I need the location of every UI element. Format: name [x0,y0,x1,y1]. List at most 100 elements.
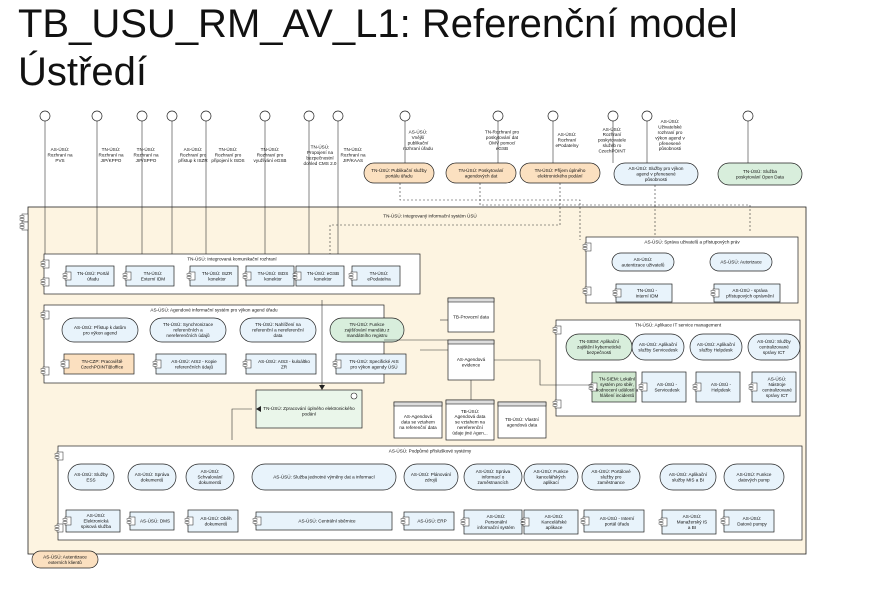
support-service-3[interactable] [185,463,235,491]
component-icon-tab [122,276,128,279]
component-icon [244,271,252,281]
data-object-provozni[interactable] [447,297,495,333]
component-icon-tab [19,218,25,221]
support-service-2[interactable] [127,463,177,491]
top-interface-9-icon[interactable] [399,110,411,122]
top-interface-13-icon[interactable] [641,110,653,122]
component-icon-tab [62,518,68,521]
itsm-component-2[interactable] [641,371,687,403]
support-service-6[interactable] [463,463,523,491]
top-interface-6-icon[interactable] [259,110,271,122]
user-mgmt-service-1[interactable] [611,252,675,272]
itsm-component-3[interactable] [695,371,741,403]
data-object-vlastni[interactable] [497,401,547,439]
top-interface-10-icon[interactable] [492,110,504,122]
component-icon-tab [658,522,664,525]
top-interface-12-icon[interactable] [607,110,619,122]
top-service-4[interactable] [613,162,699,186]
itsm-component-2-label: AS-ÚSÚ -Servicedesk [654,381,680,392]
itsm-service-2[interactable] [631,333,685,361]
component-icon-tab [40,371,46,374]
component-icon-tab [242,364,248,367]
component-icon-tab [520,522,526,525]
top-service-1[interactable] [363,162,435,184]
component-icon-tab [242,276,248,279]
top-interface-7-icon[interactable] [303,110,315,122]
component-icon-tab [748,384,754,387]
support-service-8[interactable] [581,463,641,491]
component-icon [554,325,562,335]
component-icon [128,516,136,526]
top-interface-5-icon[interactable] [200,110,212,122]
agenda-service-4[interactable] [329,317,405,343]
component-icon [582,516,590,526]
support-component-9[interactable] [661,509,717,535]
comm-component-6-label: TN-ÚSÚ:ePodatelna [367,270,391,281]
open-data-interface-icon[interactable] [742,110,754,122]
component-icon-tab [748,387,754,390]
component-icon [254,516,262,526]
component-icon-tab [242,273,248,276]
top-interface-2-icon[interactable] [91,110,103,122]
support-service-5[interactable] [403,463,459,491]
component-icon-tab [186,273,192,276]
top-interface-3-icon[interactable] [136,110,148,122]
support-service-7[interactable] [523,463,579,491]
component-icon [56,451,64,461]
component-icon-tab [400,521,406,524]
top-interface-4-icon[interactable] [166,110,178,122]
itsm-service-4[interactable] [747,333,801,361]
top-interface-1-icon[interactable] [39,110,51,122]
top-interface-8-icon[interactable] [332,110,344,122]
component-icon-tab [710,290,716,293]
component-icon-tab [186,276,192,279]
agenda-service-2[interactable] [149,317,227,343]
data-object-provozni-label: TB-Provozní data [453,315,489,320]
top-service-2[interactable] [445,162,517,184]
component-icon-tab [40,261,46,264]
support-service-4[interactable] [251,463,397,491]
support-service-9[interactable] [659,463,717,491]
component-icon-tab [54,525,60,528]
component-icon [62,359,70,369]
agenda-service-1[interactable] [61,317,139,343]
user-mgmt-service-2[interactable] [709,252,773,272]
data-object-ref-data[interactable] [393,401,443,439]
data-object-agendova-evidence[interactable] [447,339,495,381]
legend-auth-service[interactable] [31,550,99,569]
itsm-component-3-label: AS-ÚSÚ -Helpdesk [711,381,732,392]
component-icon [21,221,29,231]
component-icon [21,213,29,223]
component-icon [124,271,132,281]
component-icon-tab [588,384,594,387]
component-icon-tab [242,361,248,364]
itsm-service-3[interactable] [689,333,743,361]
component-icon-tab [400,518,406,521]
component-icon [712,288,720,298]
component-icon [722,516,730,526]
diagram-title-line-2: Ústředí [18,50,147,94]
component-icon-tab [638,384,644,387]
component-icon [154,359,162,369]
top-interface-11-icon[interactable] [547,110,559,122]
component-icon [584,286,592,296]
component-icon-tab [184,518,190,521]
support-service-10[interactable] [723,463,785,491]
itsm-component-1[interactable] [591,371,637,403]
component-icon-tab [40,312,46,315]
support-service-1[interactable] [67,463,115,491]
agenda-service-3[interactable] [239,317,317,343]
top-service-5[interactable] [717,162,803,186]
component-icon-tab [612,290,618,293]
component-icon-tab [292,273,298,276]
component-icon-tab [348,276,354,279]
